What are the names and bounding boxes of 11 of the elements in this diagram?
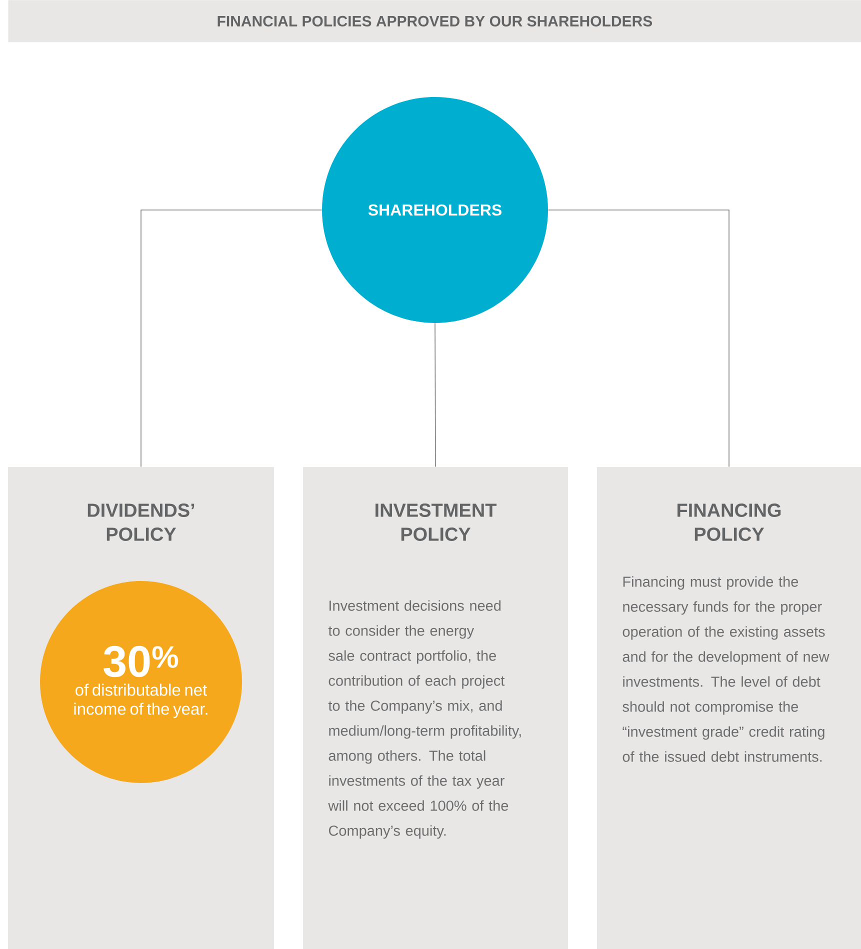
connector-line <box>434 322 436 468</box>
policy-box <box>597 467 861 949</box>
title-band: FINANCIAL POLICIES APPROVED BY OUR SHAREHOLDERS <box>8 0 861 42</box>
connector-line <box>140 210 322 468</box>
body-text: Investment decisions need to consider the energy sale contract portfolio, the contribution of each project to the Company’s mix, and medium/long-term profitability, among others. The total investments of the tax year will not exceed 100% of the Company’s equity. <box>328 600 521 839</box>
body-text: Financing must provide the necessary funds for the proper operation of the existing assets and for the development of new investments. The level of debt should not compromise the “investment grade” credit rating of the issued debt instruments. <box>622 576 830 762</box>
connector-line <box>548 210 730 468</box>
policy-box <box>303 467 568 949</box>
policy-heading: DIVIDENDS’ POLICY <box>88 504 194 541</box>
policy-heading: INVESTMENT POLICY <box>376 504 497 541</box>
policy-heading: FINANCING POLICY <box>678 504 781 541</box>
